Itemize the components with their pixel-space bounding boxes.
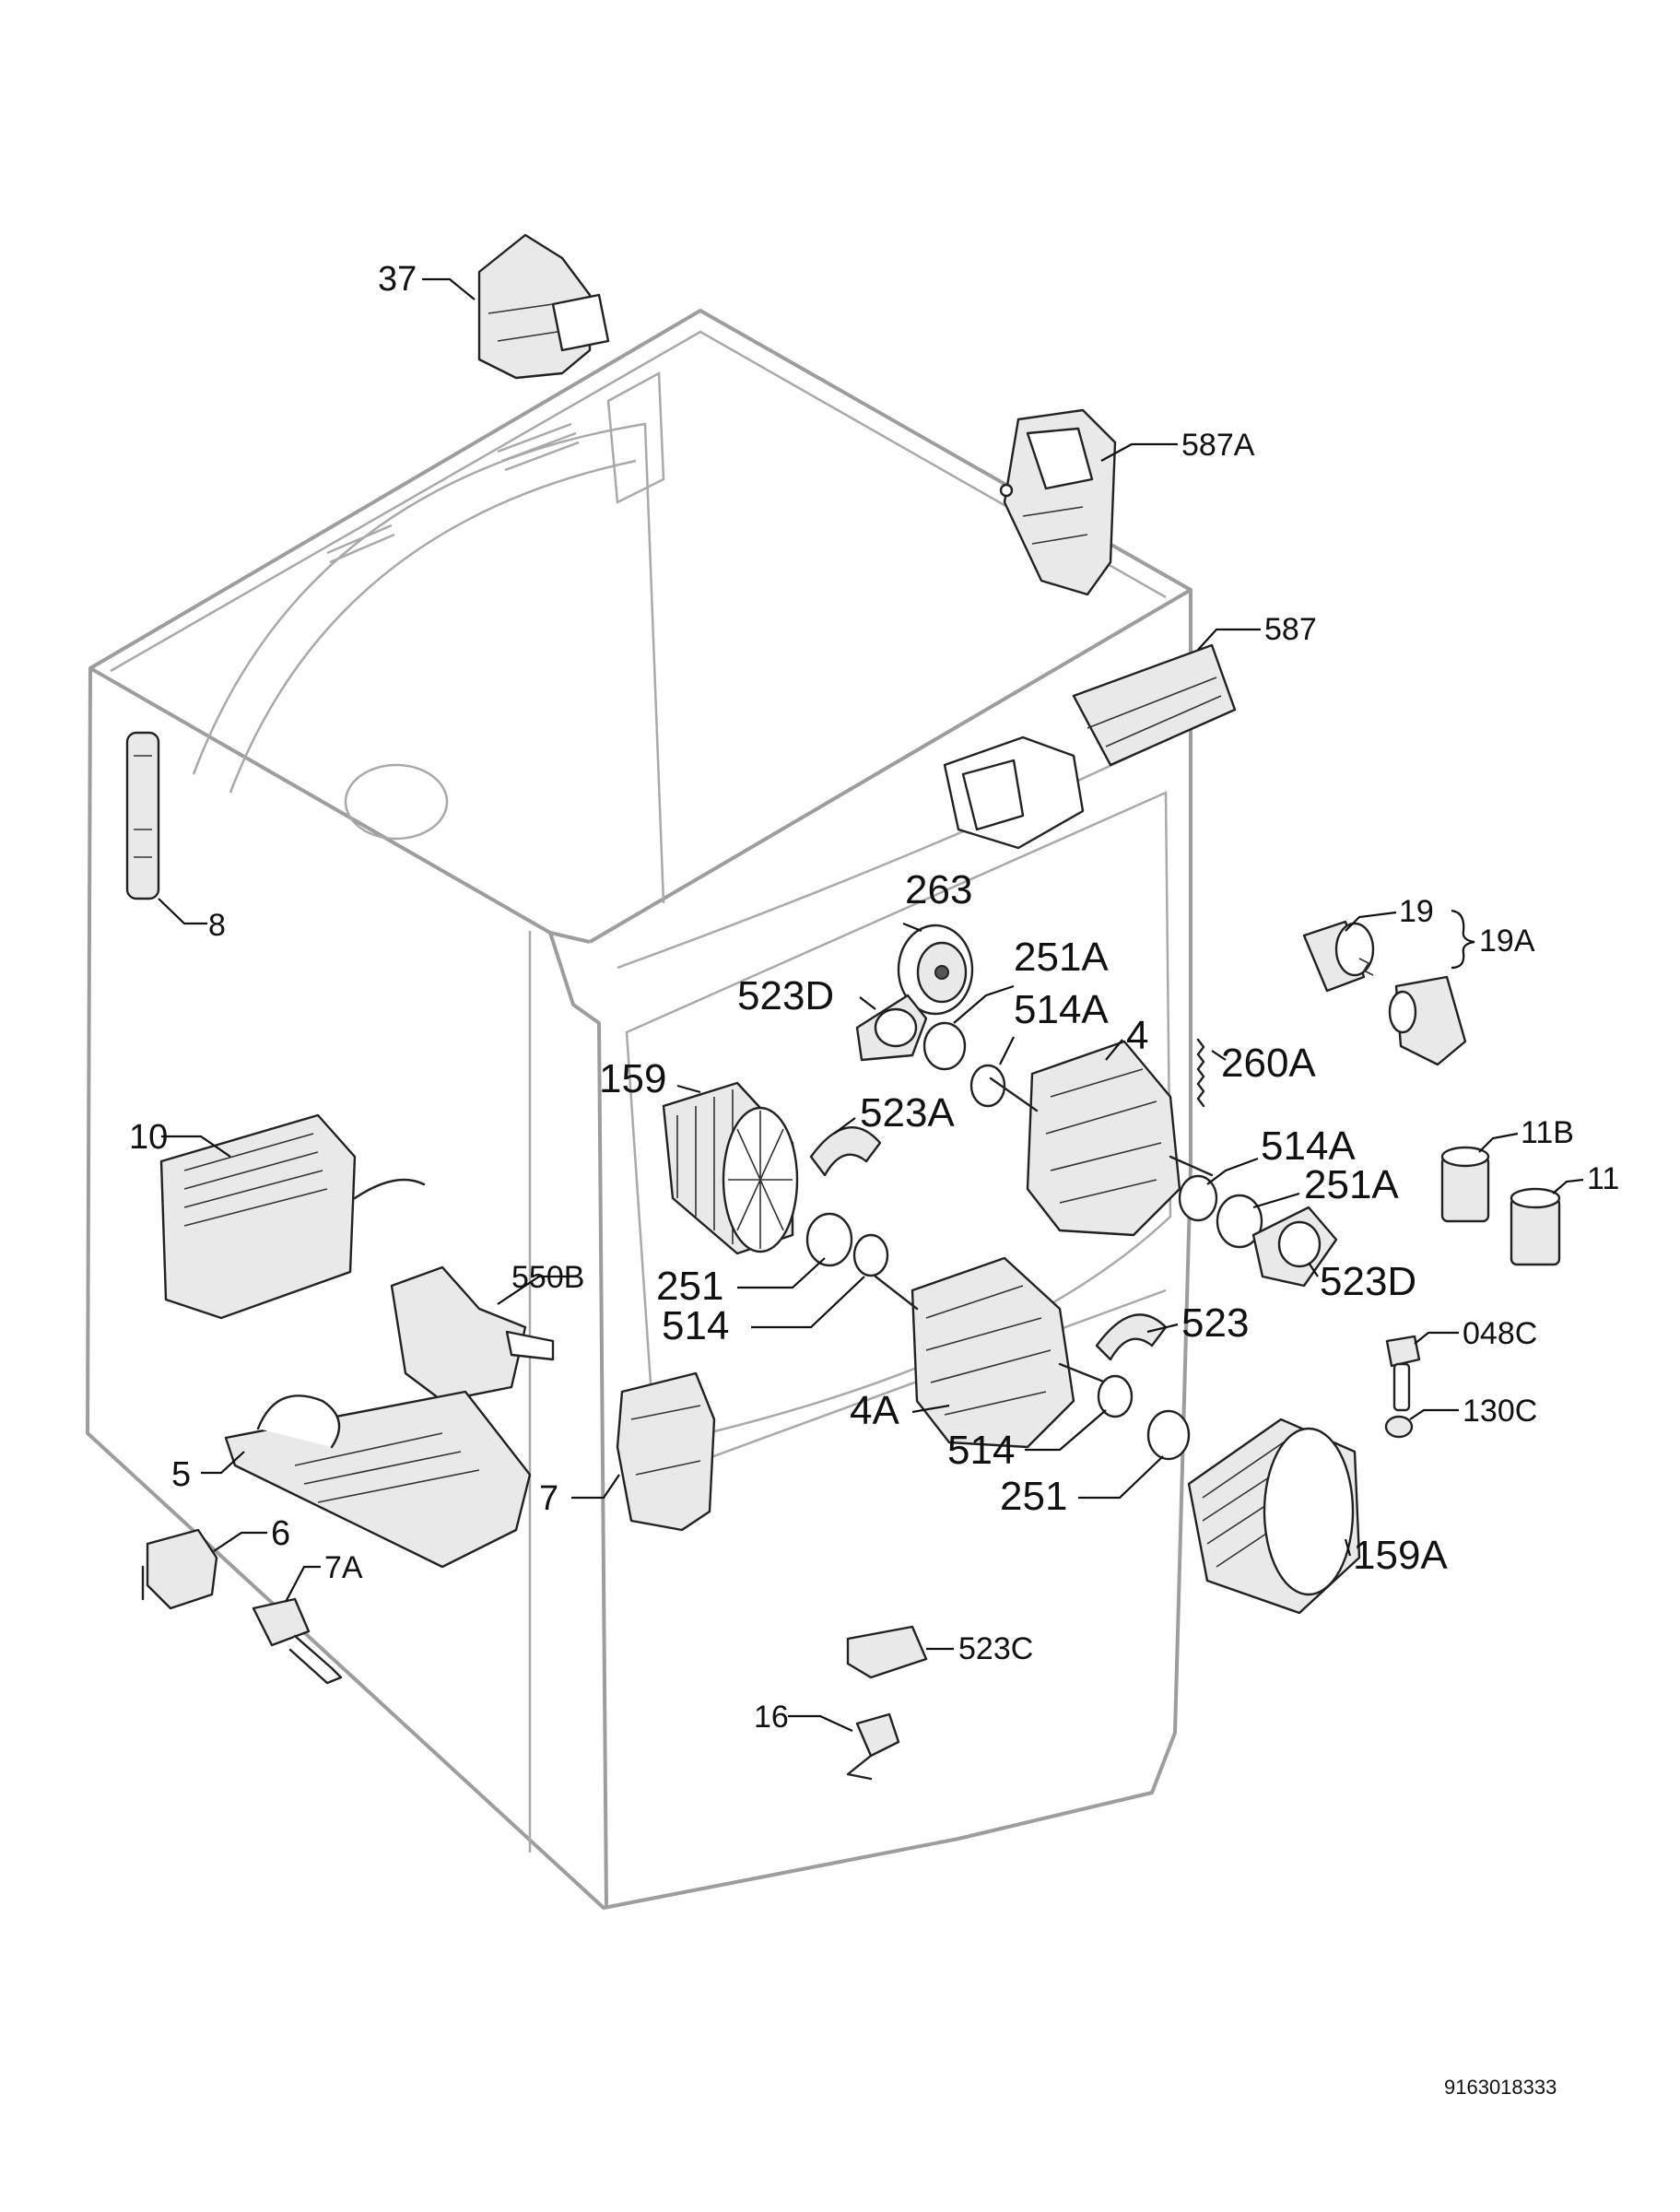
control-module-part [999, 408, 1117, 596]
callout-263: 263 [905, 867, 972, 912]
callout-4a: 4A [850, 1388, 899, 1433]
sensor-bar-part [125, 731, 160, 900]
callout-514-mid: 514 [662, 1303, 729, 1348]
callout-048c: 048C [1463, 1316, 1537, 1351]
electronic-board-part [943, 643, 1237, 850]
callout-19: 19 [1399, 894, 1434, 929]
pump-unit-part [224, 1390, 532, 1569]
bearing-bracket-523 [1095, 1313, 1168, 1361]
callout-8: 8 [208, 908, 226, 943]
callout-514a-top: 514A [1014, 987, 1109, 1032]
callout-251-mid: 251 [656, 1264, 723, 1309]
washer-ring-right [1178, 1174, 1218, 1222]
callout-4: 4 [1126, 1013, 1148, 1058]
screw-part [1385, 1335, 1421, 1412]
leader-lines [158, 277, 1584, 1733]
callout-251a-right: 251A [1304, 1162, 1399, 1207]
bracket-523c [846, 1625, 928, 1679]
capacitor-11 [1510, 1187, 1561, 1266]
callout-130c: 130C [1463, 1394, 1537, 1429]
cabinet-body [86, 309, 1192, 1910]
callout-514-low: 514 [947, 1428, 1015, 1473]
callout-5: 5 [171, 1455, 191, 1494]
callout-7a: 7A [324, 1550, 363, 1585]
pump-housing-part [390, 1265, 555, 1403]
callout-523c: 523C [958, 1631, 1033, 1666]
callout-159: 159 [599, 1056, 666, 1101]
callout-523d-right: 523D [1320, 1259, 1416, 1304]
callout-550b: 550B [511, 1260, 584, 1295]
callout-6: 6 [271, 1514, 290, 1553]
washer-ring-low [1097, 1374, 1134, 1418]
callout-10: 10 [129, 1118, 168, 1157]
seal-ring-low [1146, 1409, 1191, 1461]
washer-ring-upper [969, 1064, 1006, 1108]
capacitor-11b [1440, 1146, 1490, 1223]
door-lock-part [477, 233, 610, 380]
motor-upper-part [989, 1040, 1214, 1237]
callout-251a-top: 251A [1014, 935, 1109, 980]
callout-260a: 260A [1221, 1041, 1316, 1086]
seal-ring-right [1216, 1194, 1263, 1249]
callout-523d-top: 523D [737, 973, 834, 1018]
callout-587a: 587A [1181, 428, 1255, 463]
bearing-bracket-523a [809, 1126, 882, 1177]
callout-11: 11 [1587, 1161, 1619, 1196]
callout-7: 7 [539, 1479, 558, 1518]
fan-wheel-lower [1187, 1418, 1361, 1615]
callout-labels: 37 587A 587 8 263 251A 523D 514A 4 19 19… [129, 260, 1619, 1735]
callout-523a: 523A [860, 1090, 955, 1135]
bearing-bracket-right [1251, 1206, 1338, 1288]
seal-ring-upper [922, 1021, 967, 1071]
fan-wheel-upper [662, 1081, 799, 1255]
pulley-part [897, 924, 974, 1016]
filter-part-19a [1388, 975, 1467, 1066]
callout-514a-right: 514A [1261, 1124, 1356, 1169]
micro-switch-part [252, 1597, 343, 1685]
callout-16: 16 [754, 1700, 789, 1735]
callout-11b: 11B [1521, 1115, 1574, 1150]
cap-part [1384, 1415, 1414, 1439]
relay-part [141, 1528, 218, 1610]
spring-part [1196, 1038, 1205, 1108]
sensor-part-16 [846, 1712, 900, 1781]
heater-part [159, 1113, 426, 1320]
callout-587: 587 [1264, 612, 1317, 647]
callout-159a: 159A [1353, 1533, 1448, 1578]
motor-lower-part [874, 1256, 1108, 1449]
switch-part-7 [616, 1371, 716, 1532]
callout-37: 37 [378, 260, 417, 299]
document-number: 9163018333 [1444, 2076, 1557, 2099]
washer-ring-mid [852, 1233, 889, 1277]
callout-19a: 19A [1479, 924, 1535, 959]
seal-ring-mid [805, 1212, 853, 1267]
filter-part-19 [1302, 920, 1375, 993]
callout-251-low: 251 [1000, 1474, 1067, 1519]
bearing-bracket-upper [855, 994, 928, 1062]
callout-523: 523 [1181, 1300, 1249, 1346]
